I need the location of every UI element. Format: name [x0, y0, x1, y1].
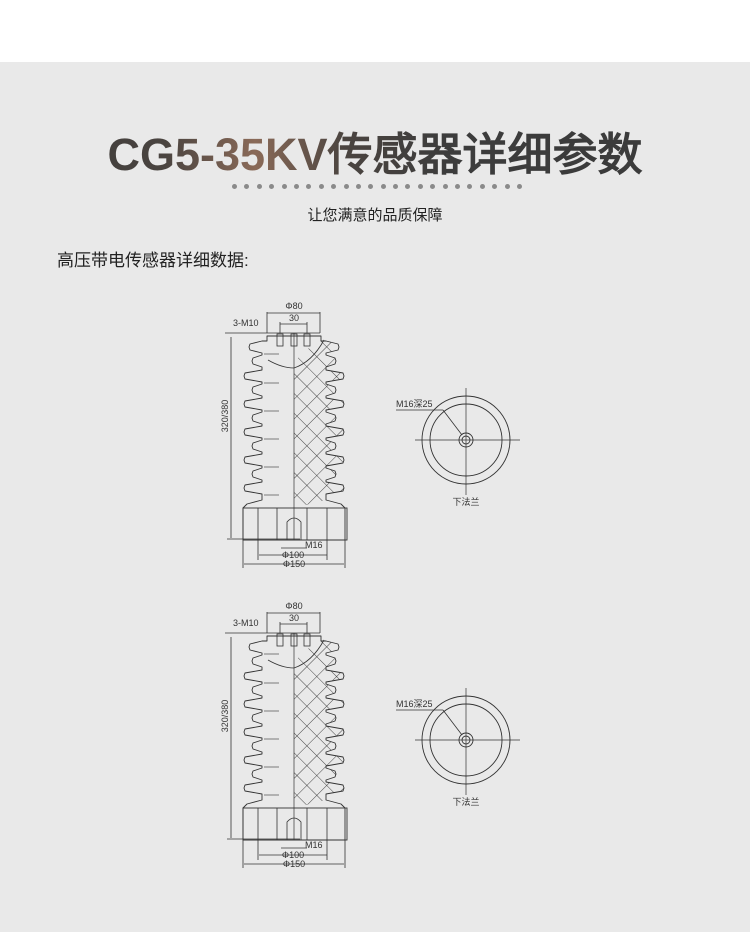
top-bolt-hole: [276, 633, 284, 647]
divider-dot: [504, 184, 510, 189]
divider-dot: [355, 184, 361, 189]
divider-dot: [479, 184, 485, 189]
top-bolt-hole: [303, 633, 311, 647]
divider-dot: [417, 184, 423, 189]
base-flange: [242, 807, 348, 841]
crosshatch-section: [294, 640, 344, 808]
flange-leader-line: [442, 409, 463, 436]
dim-holes-label: 3-M10: [233, 318, 259, 328]
dim-inner-diameter-label: Φ100: [282, 550, 304, 560]
divider-dot: [405, 184, 411, 189]
divider-dot: [455, 184, 461, 189]
top-white-band: [0, 0, 750, 62]
divider-dot: [256, 184, 262, 189]
divider-dot: [343, 184, 349, 189]
dim-hole-spacing-label: 30: [289, 613, 299, 623]
divider-dot: [467, 184, 473, 189]
divider-dot: [269, 184, 275, 189]
dim-inner-diameter-label: Φ100: [282, 850, 304, 860]
divider-dot: [232, 184, 237, 189]
dotted-divider: [232, 184, 522, 190]
top-bolt-hole: [303, 333, 311, 347]
subtitle: 让您满意的品质保障: [307, 207, 443, 224]
flange-leader-line: [442, 709, 463, 736]
divider-dot: [393, 184, 399, 189]
flange-hole-label: M16深25: [396, 399, 433, 409]
dim-top-diameter-label: Φ80: [285, 601, 302, 611]
divider-dot: [442, 184, 448, 189]
dim-height-label: 320/380: [220, 400, 230, 433]
section-label: 高压带电传感器详细数据:: [57, 251, 249, 270]
flange-label: 下法兰: [452, 496, 479, 507]
divider-dot: [293, 184, 299, 189]
divider-dot: [331, 184, 337, 189]
divider-dot: [368, 184, 374, 189]
dim-top-diameter-label: Φ80: [285, 301, 302, 311]
divider-dot: [380, 184, 386, 189]
base-flange: [242, 507, 348, 541]
divider-dot: [430, 184, 436, 189]
dim-bottom-thread-label: M16: [305, 540, 323, 550]
dim-base-diameter-label: Φ150: [283, 859, 305, 869]
flange-hole-label: M16深25: [396, 699, 433, 709]
dim-bottom-thread-label: M16: [305, 840, 323, 850]
page-title: CG5-35KV传感器详细参数: [0, 118, 750, 183]
divider-dot: [318, 184, 324, 189]
dim-height-label: 320/380: [220, 700, 230, 733]
flange-label: 下法兰: [452, 796, 479, 807]
dim-holes-label: 3-M10: [233, 618, 259, 628]
divider-dot: [492, 184, 498, 189]
crosshatch-section: [294, 340, 344, 508]
top-bolt-hole: [276, 333, 284, 347]
divider-dot: [306, 184, 312, 189]
divider-dot: [244, 184, 250, 189]
divider-dot: [516, 184, 522, 189]
divider-dot: [281, 184, 287, 189]
dim-hole-spacing-label: 30: [289, 313, 299, 323]
dim-base-diameter-label: Φ150: [283, 559, 305, 569]
